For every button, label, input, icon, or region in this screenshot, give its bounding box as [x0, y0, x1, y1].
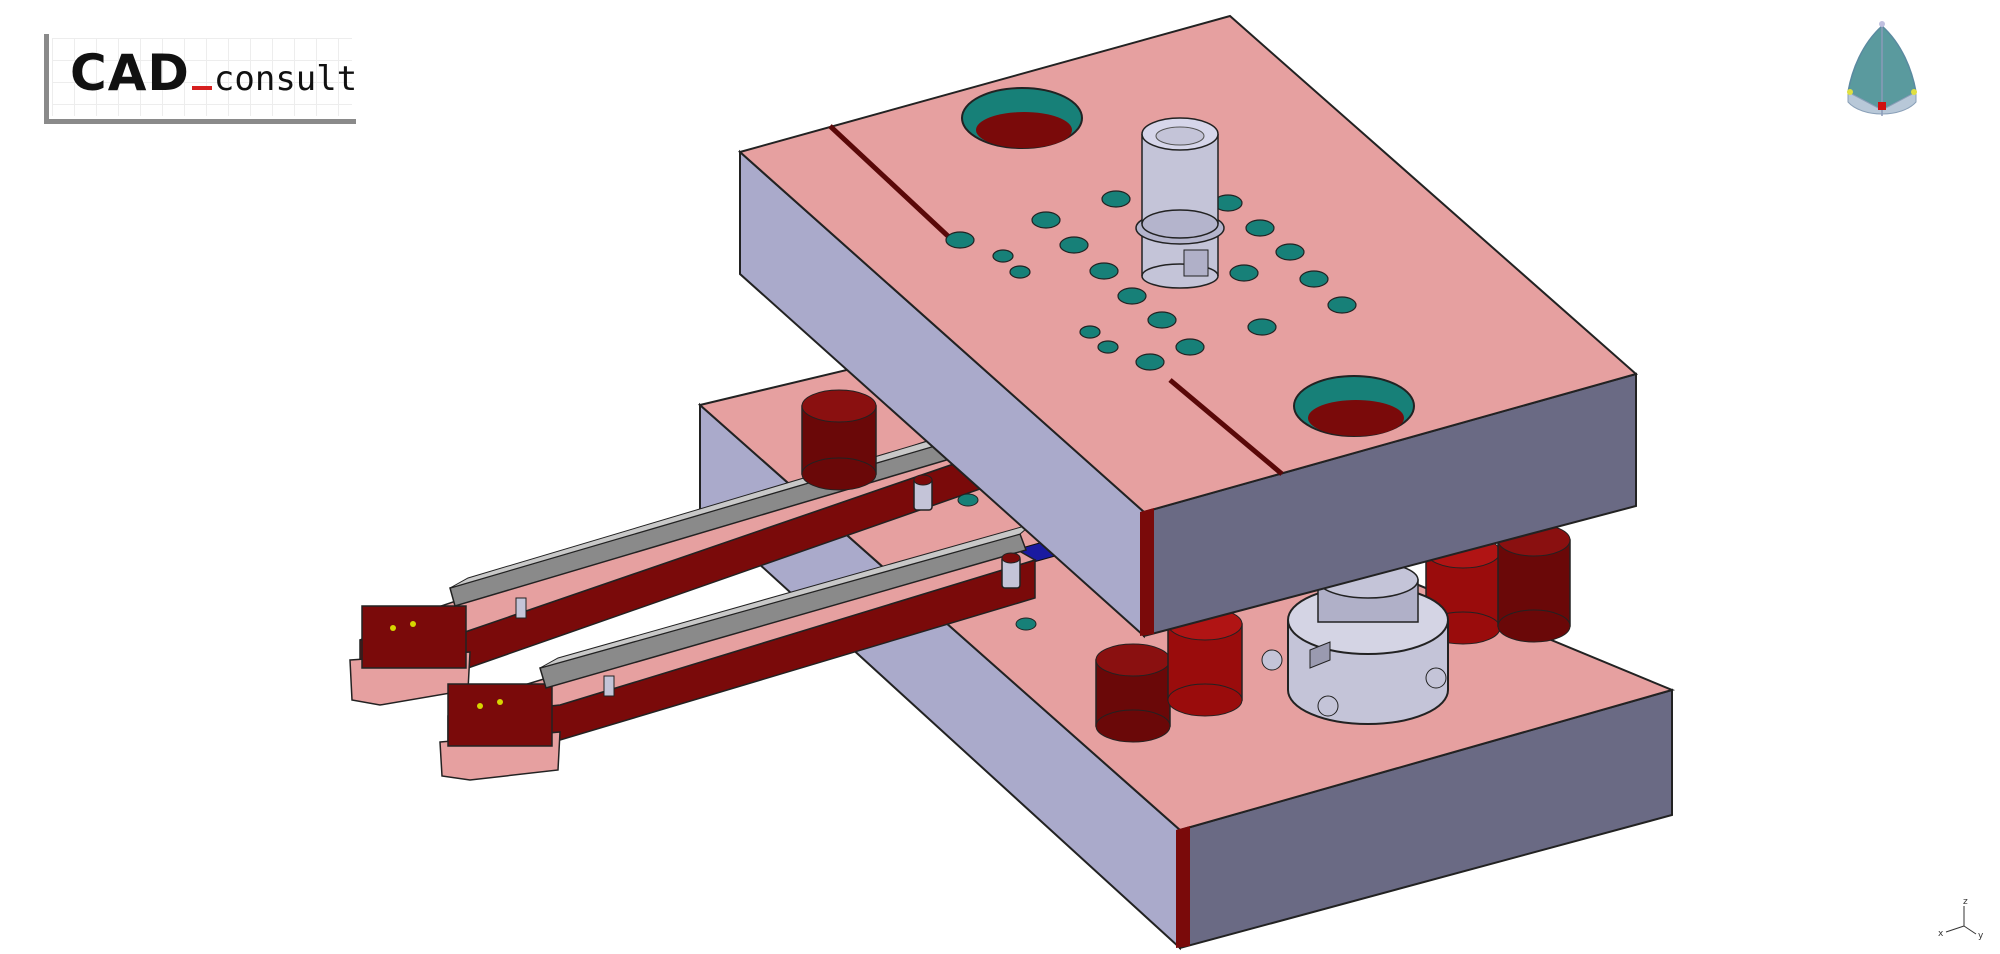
logo-underscore: [191, 86, 212, 90]
lower-locating-ring: [1261, 561, 1449, 725]
screw-dot: [497, 699, 503, 705]
cad-consult-logo: CAD consult: [44, 34, 357, 124]
logo-frame-bottom: [44, 119, 356, 124]
logo-frame-left: [44, 34, 49, 124]
axis-label-y: y: [1978, 931, 1984, 940]
compass-top-dot: [1879, 21, 1885, 27]
sprue-bushing: [1135, 117, 1225, 289]
upper-plate[interactable]: [737, 14, 1639, 639]
angle-pin-top: [913, 474, 933, 486]
angle-pin-top: [1001, 552, 1021, 564]
bore-left-inner: [976, 112, 1072, 148]
plate-holes: [945, 190, 1357, 371]
groove-right: [1168, 378, 1284, 476]
screw-dot: [477, 703, 483, 709]
small-pin: [515, 597, 527, 619]
screw-dot: [410, 621, 416, 627]
logo-suffix: consult: [213, 59, 358, 99]
small-pin: [603, 675, 615, 697]
axis-label-x: x: [1938, 929, 1944, 939]
compass-base: [1847, 91, 1917, 115]
logo-text: CAD consult: [70, 44, 357, 102]
axis-label-z: z: [1963, 897, 1968, 907]
screw-dot: [390, 625, 396, 631]
logo-grid: [52, 38, 352, 116]
lower-plate-hole: [1015, 617, 1037, 631]
upper-plate-corner-edge: [1140, 508, 1154, 636]
compass-handle[interactable]: [1878, 102, 1886, 110]
bore-right-inner: [1308, 400, 1404, 436]
compass-dot: [1911, 89, 1917, 95]
lower-plate-corner-edge: [1176, 826, 1190, 948]
slider-block-front: [447, 683, 553, 747]
compass-dot: [1847, 89, 1853, 95]
lower-plate-hole: [957, 493, 979, 507]
logo-brand: CAD: [70, 44, 190, 102]
slider-block-back: [361, 605, 467, 669]
compass-icon[interactable]: [1842, 20, 1922, 132]
axis-triad: z x y: [1938, 897, 1984, 940]
groove-left: [828, 124, 952, 240]
